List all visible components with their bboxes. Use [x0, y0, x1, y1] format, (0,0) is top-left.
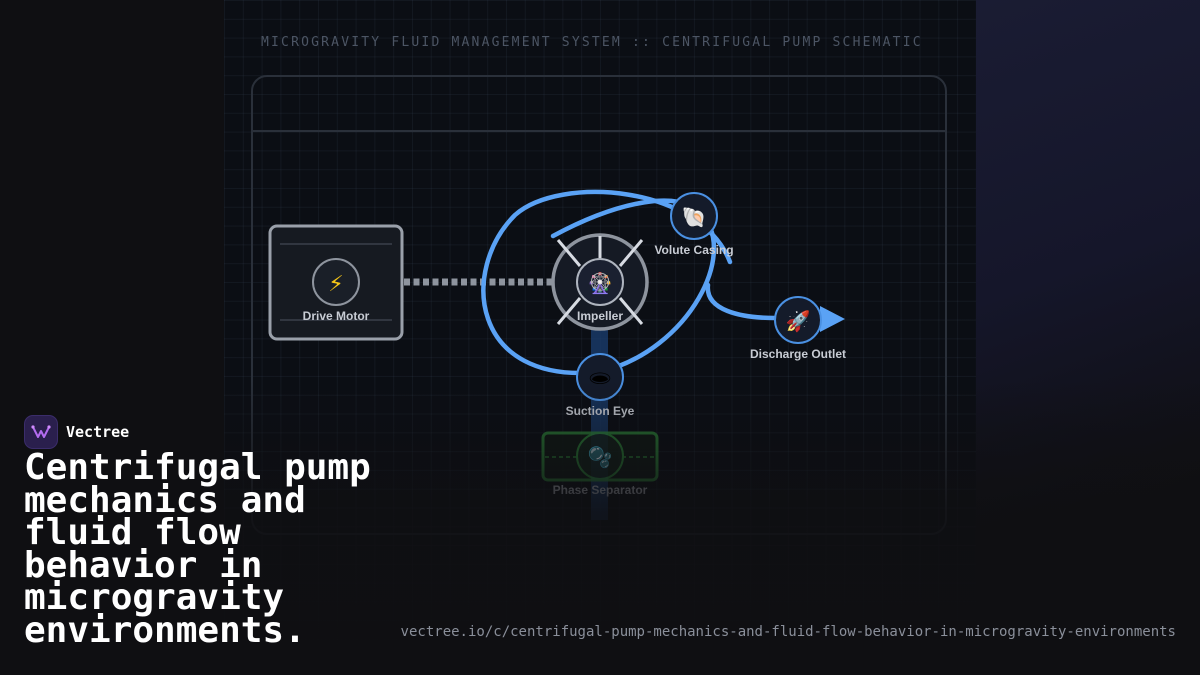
phase-separator-label: Phase Separator: [553, 483, 648, 497]
ferris-wheel-icon: 🎡: [588, 271, 613, 295]
schematic-frame-divider: [251, 130, 947, 132]
brand-name: Vectree: [66, 423, 130, 441]
impeller-label: Impeller: [577, 309, 623, 323]
volute-casing-label: Volute Casing: [654, 243, 733, 257]
discharge-outlet-badge: [774, 296, 822, 344]
volute-casing-node[interactable]: 🐚 Volute Casing: [654, 192, 734, 257]
drive-motor-node[interactable]: ⚡ Drive Motor: [268, 224, 404, 341]
page-url[interactable]: vectree.io/c/centrifugal-pump-mechanics-…: [400, 624, 1176, 640]
page-headline: Centrifugal pump mechanics and fluid flo…: [24, 447, 371, 651]
volute-casing-badge: [670, 192, 718, 240]
impeller-blade: [618, 297, 644, 325]
discharge-outlet-label: Discharge Outlet: [750, 347, 846, 361]
impeller-node[interactable]: 🎡 Impeller: [551, 233, 649, 331]
lightning-icon: ⚡: [328, 272, 343, 297]
rocket-icon: 🚀: [786, 309, 811, 333]
brand[interactable]: Vectree: [24, 415, 129, 449]
impeller-hub: [576, 258, 624, 306]
drive-motor-badge: [312, 258, 360, 306]
schematic-title: MICROGRAVITY FLUID MANAGEMENT SYSTEM :: …: [261, 35, 923, 50]
drive-motor-label: Drive Motor: [303, 309, 370, 323]
discharge-outlet-node[interactable]: 🚀 Discharge Outlet: [750, 296, 846, 361]
suction-eye-label: Suction Eye: [566, 404, 635, 418]
spiral-shell-icon: 🐚: [682, 205, 707, 229]
impeller-blade: [556, 239, 582, 267]
discharge-arrow-icon: [820, 306, 845, 332]
impeller-blade: [618, 239, 644, 267]
impeller-blade: [556, 297, 582, 325]
vectree-logo-icon: [24, 415, 58, 449]
discharge-flow-path: [705, 282, 778, 321]
bubbles-icon: 🫧: [588, 445, 613, 469]
hole-icon: 🕳: [587, 366, 612, 390]
phase-separator-node[interactable]: 🫧 Phase Separator: [541, 431, 659, 497]
